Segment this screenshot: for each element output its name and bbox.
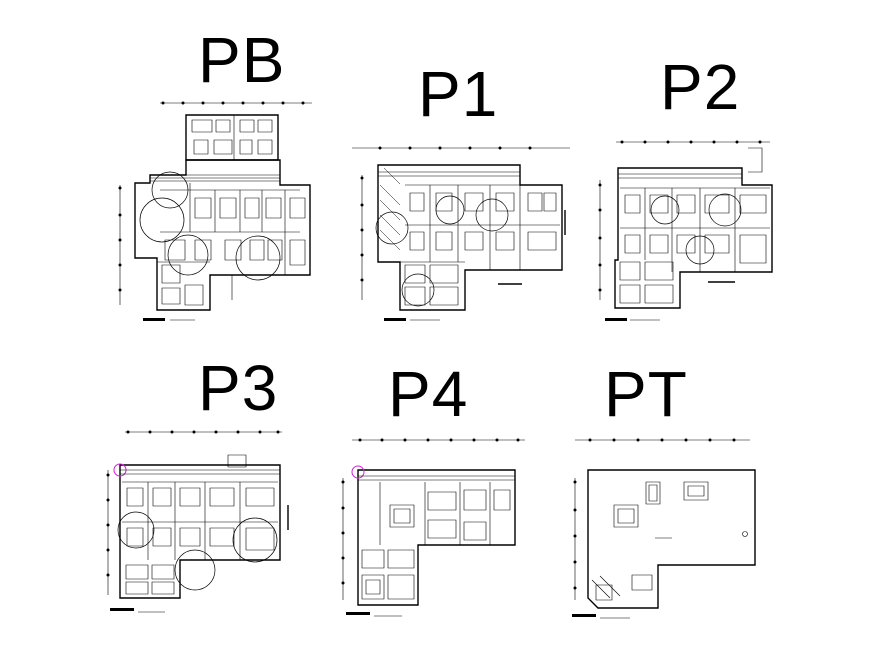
plan-label-pt: PT [604, 358, 688, 430]
floor-plan-p3 [106, 430, 289, 613]
floor-plan-p2 [598, 140, 773, 321]
plan-label-p1: P1 [418, 58, 499, 130]
floor-plan-p4 [341, 438, 526, 617]
floor-plan-pt [572, 438, 755, 619]
floor-plan-p1 [352, 146, 570, 321]
plan-label-pb: PB [198, 24, 286, 96]
plan-label-p2: P2 [660, 51, 741, 123]
plan-label-p4: P4 [388, 358, 469, 430]
plan-label-p3: P3 [198, 352, 279, 424]
floor-plan-pb [118, 101, 313, 321]
